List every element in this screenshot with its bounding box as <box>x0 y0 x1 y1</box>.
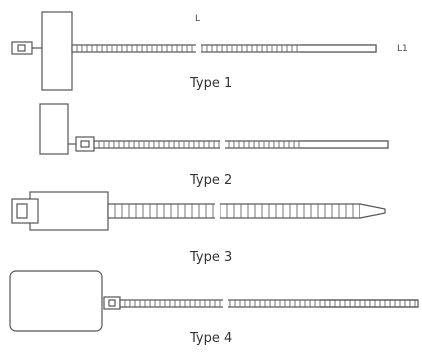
type-3-label: Type 3 <box>190 250 233 265</box>
type-4-strap <box>119 299 419 308</box>
type-4-mount-tab <box>9 270 103 332</box>
type-2-head-slot <box>80 140 90 148</box>
type-1-label: Type 1 <box>190 76 233 91</box>
type-3-mount-tab <box>29 191 109 231</box>
type-2-strap-break <box>220 139 225 150</box>
type-2-strap-tail <box>300 140 389 149</box>
type-1-mount-tab <box>41 11 73 91</box>
type-4-head-slot <box>108 299 116 307</box>
type-4-strap-tail <box>320 299 418 308</box>
type-2-mount-tab <box>39 103 69 155</box>
type-1-head-slot <box>17 44 26 52</box>
type-3-strap-break <box>215 202 220 220</box>
type-1-strap-tail <box>300 44 377 53</box>
type-4-label: Type 4 <box>190 331 233 346</box>
type-1-strap-break <box>196 43 201 54</box>
type-3-strap-tip <box>359 203 386 219</box>
type-3-head-slot <box>16 203 28 219</box>
dimension-label-length: L <box>195 14 201 24</box>
type-2-label: Type 2 <box>190 173 233 188</box>
type-4-strap-break <box>223 298 228 309</box>
type-4-strap-teeth <box>124 300 416 307</box>
dimension-label-width: L1 <box>397 44 408 54</box>
